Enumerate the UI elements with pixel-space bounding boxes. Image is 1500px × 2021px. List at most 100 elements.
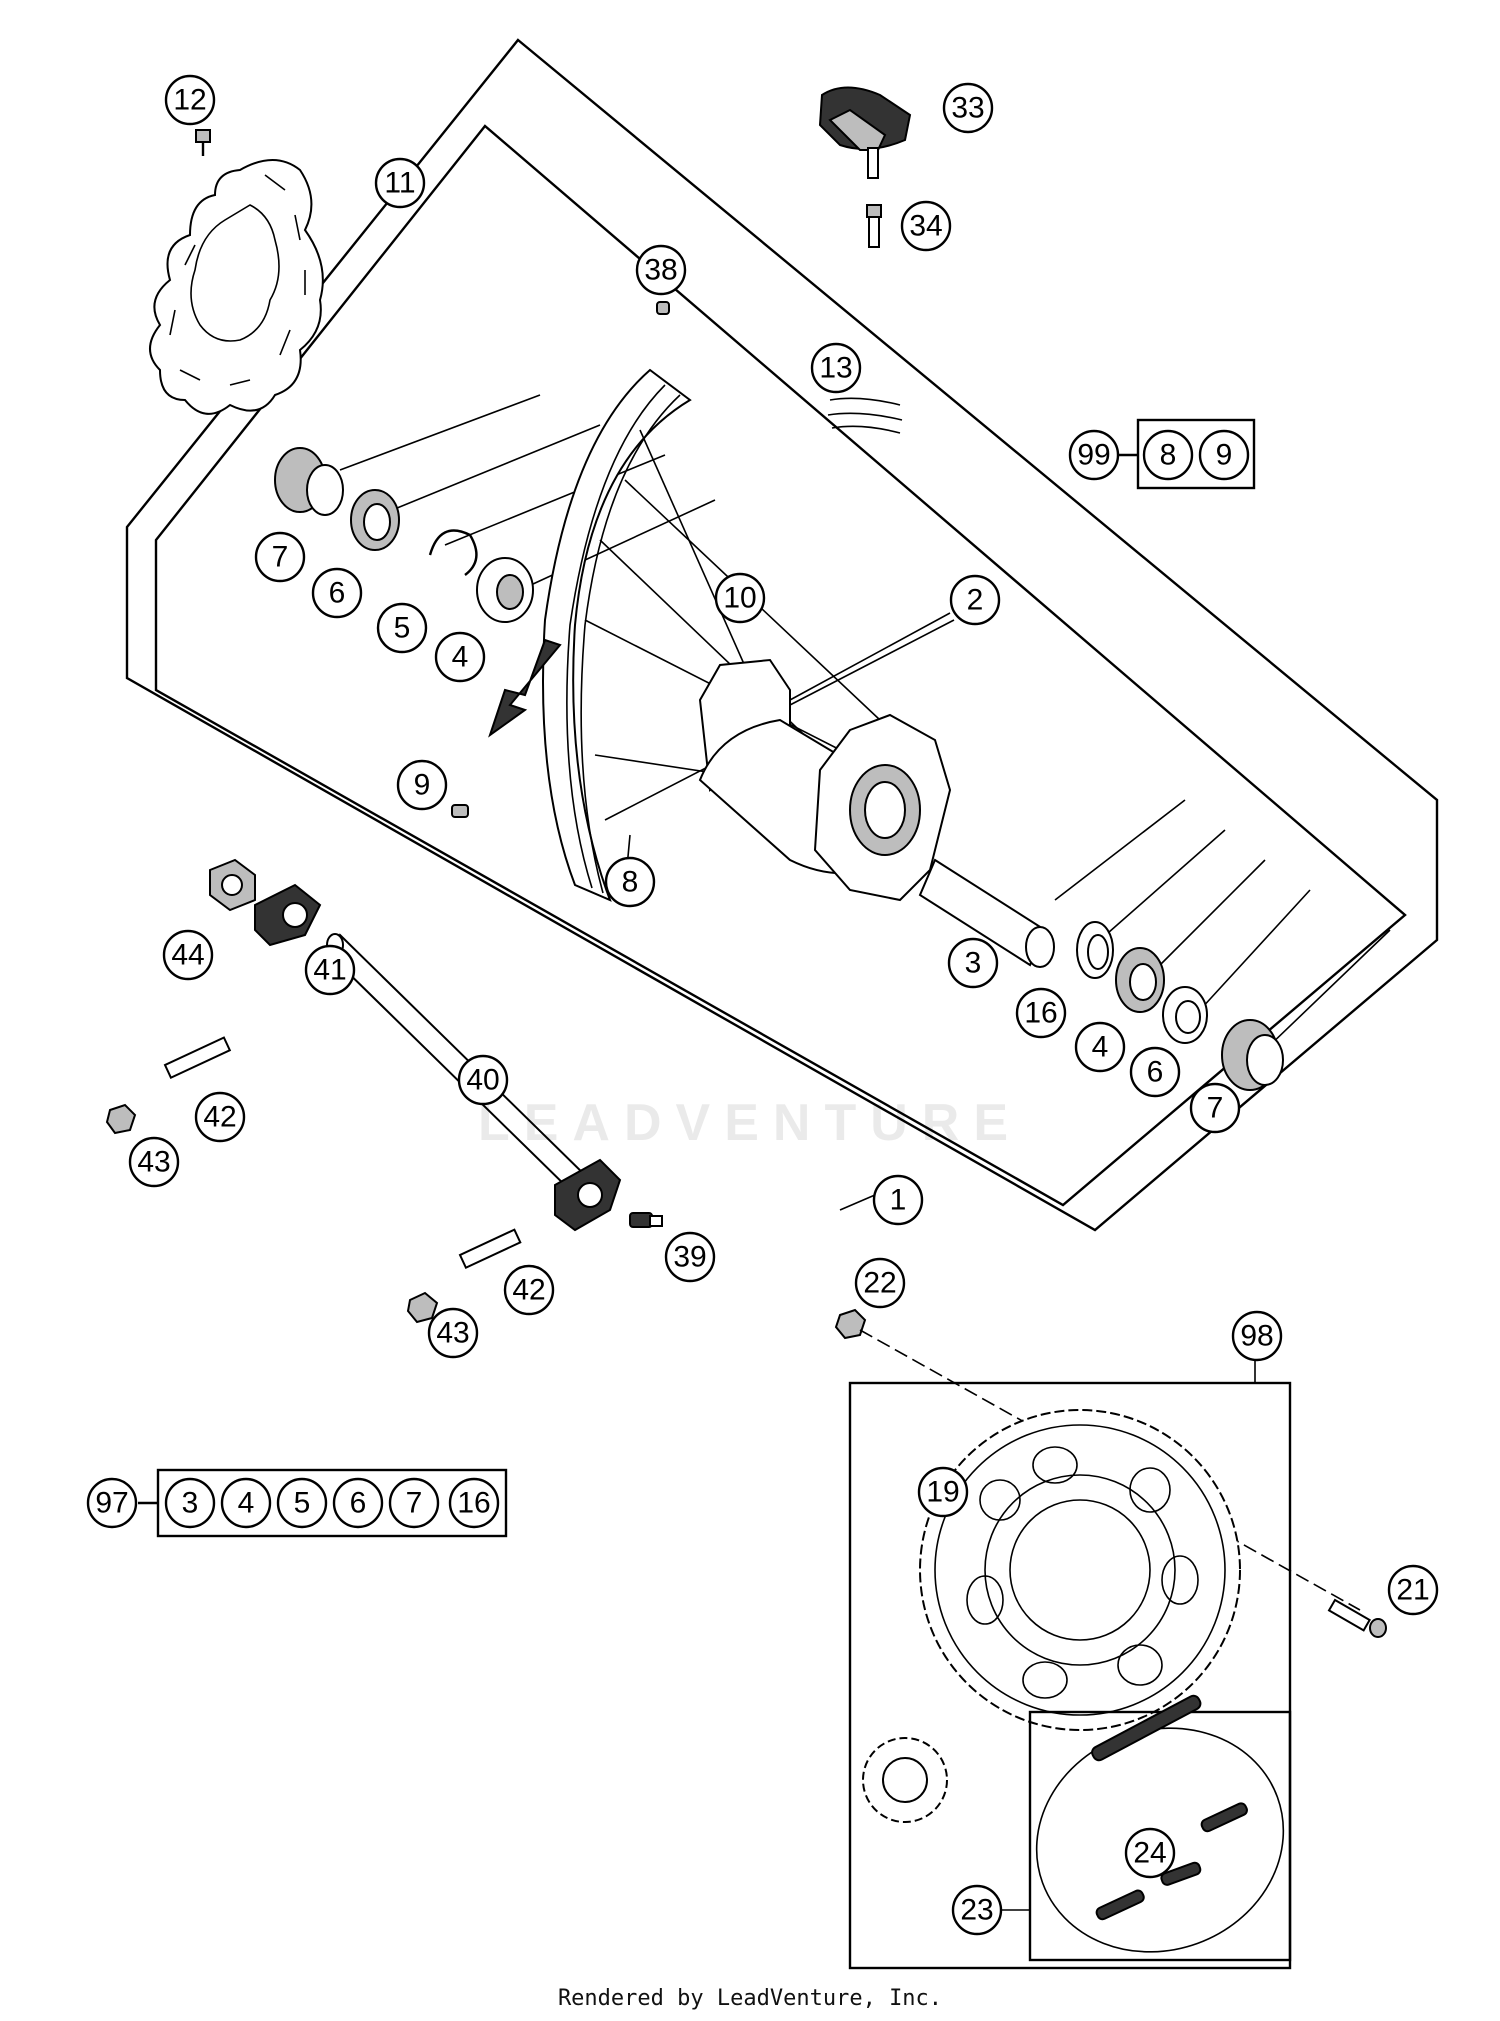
svg-text:2: 2 bbox=[967, 584, 984, 617]
svg-text:8: 8 bbox=[1160, 439, 1177, 472]
guide-screw-part bbox=[866, 204, 882, 248]
svg-text:9: 9 bbox=[414, 769, 431, 802]
adjusting-screw-part-lower bbox=[458, 1228, 522, 1270]
svg-text:98: 98 bbox=[1240, 1320, 1273, 1353]
svg-text:16: 16 bbox=[1024, 997, 1057, 1030]
svg-text:3: 3 bbox=[182, 1487, 199, 1520]
svg-text:10: 10 bbox=[723, 582, 756, 615]
rear-sprocket-part bbox=[919, 1409, 1241, 1731]
svg-text:42: 42 bbox=[203, 1101, 236, 1134]
callout-16-kit: 16 bbox=[448, 1477, 500, 1529]
svg-text:43: 43 bbox=[436, 1317, 469, 1350]
callout-7-kit: 7 bbox=[388, 1477, 440, 1529]
rim-tape-part bbox=[827, 397, 903, 434]
valve-cap-part bbox=[656, 301, 670, 315]
svg-text:39: 39 bbox=[673, 1241, 706, 1274]
wheel-spindle-part bbox=[326, 933, 592, 1197]
callout-11: 11 bbox=[374, 157, 426, 209]
svg-text:97: 97 bbox=[95, 1487, 128, 1520]
callout-40: 40 bbox=[457, 1054, 509, 1106]
hex-nut-part-lower bbox=[406, 1291, 439, 1324]
chain-guide-part bbox=[818, 86, 912, 179]
svg-text:44: 44 bbox=[171, 939, 204, 972]
callout-1: 1 bbox=[872, 1174, 924, 1226]
svg-text:5: 5 bbox=[294, 1487, 311, 1520]
chain-adjuster-part bbox=[254, 883, 322, 947]
chain-adjuster-part-lower bbox=[554, 1158, 622, 1232]
svg-text:7: 7 bbox=[1207, 1092, 1224, 1125]
svg-text:9: 9 bbox=[1216, 439, 1233, 472]
callout-98: 98 bbox=[1231, 1310, 1283, 1362]
svg-text:23: 23 bbox=[960, 1894, 993, 1927]
adjusting-screw-part-upper bbox=[163, 1036, 232, 1080]
svg-text:24: 24 bbox=[1133, 1837, 1166, 1870]
callout-99: 99 bbox=[1068, 429, 1120, 481]
collar-nut-part bbox=[209, 858, 256, 912]
svg-text:34: 34 bbox=[909, 210, 942, 243]
callout-5-left: 5 bbox=[376, 602, 428, 654]
callout-6-kit: 6 bbox=[332, 1477, 384, 1529]
leader-lines-left bbox=[339, 394, 1391, 1051]
svg-text:21: 21 bbox=[1396, 1574, 1429, 1607]
svg-text:19: 19 bbox=[926, 1476, 959, 1509]
svg-text:4: 4 bbox=[238, 1487, 255, 1520]
callout-34: 34 bbox=[900, 200, 952, 252]
svg-text:38: 38 bbox=[644, 254, 677, 287]
spacer-ring-part-right bbox=[1076, 921, 1114, 979]
callout-10: 10 bbox=[714, 572, 766, 624]
callout-6-left: 6 bbox=[311, 567, 363, 619]
ball-bearing-part-left bbox=[476, 557, 534, 623]
callout-7-left: 7 bbox=[254, 531, 306, 583]
svg-text:3: 3 bbox=[965, 947, 982, 980]
callout-5-kit: 5 bbox=[276, 1477, 328, 1529]
ball-bearing-part-right bbox=[1115, 947, 1165, 1013]
callout-44: 44 bbox=[162, 929, 214, 981]
svg-text:13: 13 bbox=[819, 352, 852, 385]
callout-16: 16 bbox=[1015, 987, 1067, 1039]
svg-text:16: 16 bbox=[457, 1487, 490, 1520]
callout-2: 2 bbox=[949, 574, 1001, 626]
rotation-arrow bbox=[488, 638, 562, 738]
callout-4-left: 4 bbox=[434, 631, 486, 683]
disc-bolt-part bbox=[195, 129, 211, 156]
callout-8-kit: 8 bbox=[1142, 429, 1194, 481]
callout-9-kit: 9 bbox=[1198, 429, 1250, 481]
svg-text:4: 4 bbox=[1092, 1031, 1109, 1064]
chain-links-part bbox=[1091, 1694, 1248, 1921]
callout-8: 8 bbox=[604, 856, 656, 908]
callout-38: 38 bbox=[635, 244, 687, 296]
svg-text:41: 41 bbox=[313, 954, 346, 987]
rim-nipple-part bbox=[451, 804, 469, 818]
svg-text:43: 43 bbox=[137, 1146, 170, 1179]
callout-43-lower: 43 bbox=[427, 1307, 479, 1359]
callout-21: 21 bbox=[1387, 1564, 1439, 1616]
callout-42-upper: 42 bbox=[194, 1091, 246, 1143]
svg-text:11: 11 bbox=[384, 167, 415, 200]
rear-hub-part bbox=[698, 658, 952, 902]
shaft-seal-part-right bbox=[1162, 986, 1208, 1044]
shaft-seal-part-left bbox=[350, 489, 400, 551]
callout-3: 3 bbox=[947, 937, 999, 989]
callout-97: 97 bbox=[86, 1477, 138, 1529]
callout-19: 19 bbox=[917, 1466, 969, 1518]
callout-23: 23 bbox=[951, 1884, 1003, 1936]
spacer-part-left bbox=[274, 447, 344, 516]
spacer-part-right bbox=[1221, 1019, 1284, 1091]
watermark-text: LEADVENTURE bbox=[478, 1094, 1022, 1152]
wheel-bearing-group-box bbox=[154, 124, 1407, 1207]
svg-text:7: 7 bbox=[406, 1487, 423, 1520]
callout-24: 24 bbox=[1124, 1827, 1176, 1879]
svg-text:40: 40 bbox=[466, 1064, 499, 1097]
svg-text:22: 22 bbox=[863, 1267, 896, 1300]
callout-22: 22 bbox=[854, 1257, 906, 1309]
svg-text:99: 99 bbox=[1077, 439, 1110, 472]
svg-text:4: 4 bbox=[452, 641, 469, 674]
callout-42-lower: 42 bbox=[503, 1264, 555, 1316]
svg-text:6: 6 bbox=[329, 577, 346, 610]
circlip-part-left bbox=[428, 529, 478, 576]
wheel-assembly-outer-box bbox=[125, 38, 1439, 1232]
callout-41: 41 bbox=[304, 944, 356, 996]
hex-nut-part-upper bbox=[105, 1103, 137, 1135]
sprocket-kit-box bbox=[848, 1381, 1292, 1970]
